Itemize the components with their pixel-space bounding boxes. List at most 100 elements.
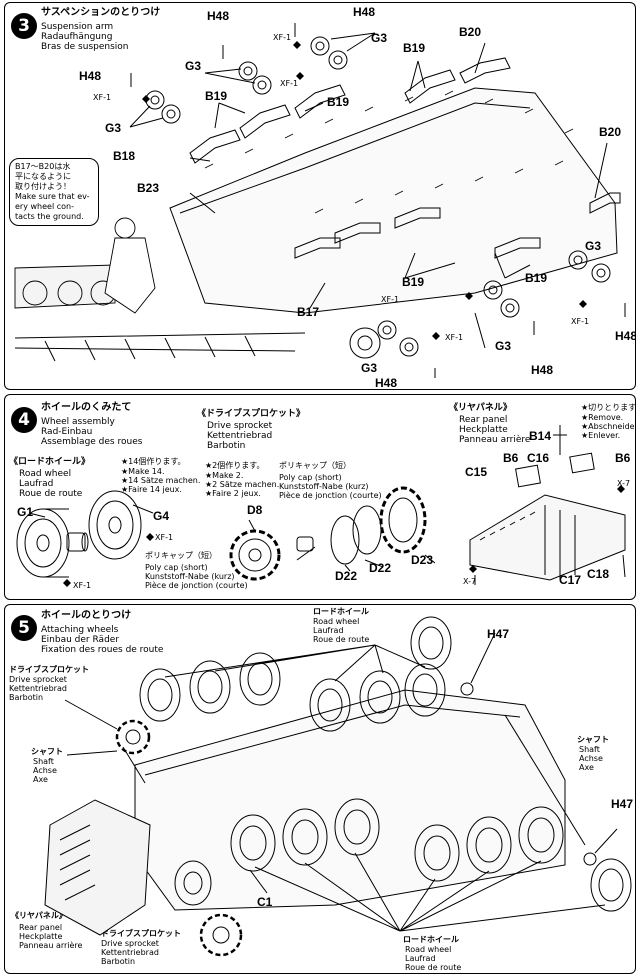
step-title-en: Suspension arm [41,22,114,32]
road-wheel-top-fr: Roue de route [313,635,370,644]
step-title-fr: Fixation des roues de route [41,645,164,655]
step-title-fr: Bras de suspension [41,42,129,52]
label-h48-4: H48 [615,329,636,343]
shaft-right-de: Achse [579,754,603,763]
label-d23: D23 [411,553,434,567]
shaft-left-en: Shaft [33,757,54,766]
label-xf1-a: XF-1 [155,533,174,542]
label-g3-2: G3 [185,59,202,73]
label-xf1-6: XF-1 [445,333,464,342]
step-title-de: Einbau der Räder [41,635,120,645]
remove-fr: ★Enlever. [581,431,621,440]
label-g3-5: G3 [495,339,512,353]
note-en-2: ery wheel con- [15,202,74,211]
label-h48-5: H48 [531,363,554,377]
label-b19-5: B19 [525,271,548,285]
step-number: 5 [11,615,37,641]
label-c15: C15 [465,465,488,479]
poly-cap-short-1 [66,532,89,552]
shaft-left-de: Achse [33,766,57,775]
label-g1: G1 [17,505,34,519]
road-wheel-top-en: Road wheel [313,617,360,626]
label-xf1-b: XF-1 [73,581,92,590]
step-title-en: Attaching wheels [41,625,119,635]
rear-panel-fr: Panneau arrière [459,435,531,445]
label-b14: B14 [529,429,552,443]
suspension-diagram [14,23,626,378]
drive-sprocket-top-jp: ドライブスプロケット [9,665,89,674]
road-wheel-bottom-jp: ロードホイール [403,935,459,944]
label-g3-6: G3 [361,361,378,375]
step-title-jp: サスペンションのとりつけ [41,7,161,18]
label-xf1-3: XF-1 [93,93,112,102]
rear-panel-en: Rear panel [459,415,508,425]
label-h48-6: H48 [375,376,398,390]
label-x7-a: X-7 [617,479,631,488]
label-h47-top: H47 [487,627,510,641]
drive-sprocket-top-en: Drive sprocket [9,675,67,684]
label-xf1-5: XF-1 [571,317,590,326]
upper-road-wheels [139,616,452,732]
label-b19-1: B19 [205,89,228,103]
drive-sprocket-en: Drive sprocket [207,421,273,431]
drive-sprocket-bottom-en: Drive sprocket [101,939,159,948]
label-d22-b: D22 [369,561,392,575]
step-title-fr: Assemblage des roues [41,437,143,447]
step-title-de: Radaufhängung [41,32,113,42]
label-d22-a: D22 [335,569,358,583]
poly-cap-1-de: Kunststoff-Nabe (kurz) [145,572,235,581]
idler-side-view [349,327,381,359]
label-h48-2: H48 [353,5,376,19]
note-jp-1: B17～B20は水 [15,162,71,171]
poly-cap-1-jp: ポリキャップ（短） [145,551,217,560]
rear-panel-jp: 《リヤパネル》 [11,911,67,920]
label-d8: D8 [247,503,263,517]
poly-cap-short-2 [296,536,314,552]
label-c1: C1 [257,895,273,909]
sprocket-hub [174,860,212,906]
shaft-right-en: Shaft [579,745,600,754]
drive-sprocket-top-fr: Barbotin [9,693,44,702]
label-b20-2: B20 [599,125,622,139]
note-jp-2: 平になるように [15,172,71,181]
drive-sprocket-top [115,719,151,755]
label-h47-right: H47 [611,797,634,811]
road-wheel-top-de: Laufrad [313,626,344,635]
drive-sprocket-bottom [199,913,243,957]
step-4-panel: 4 ホイールのくみたて Wheel assembly Rad-Einbau As… [4,394,636,600]
make2-de: ★2 Sätze machen. [205,480,280,489]
make14-fr: ★Faire 14 jeux. [121,485,182,494]
poly-cap-1-fr: Pièce de jonction (courte) [145,581,248,590]
note-en-1: Make sure that ev- [15,192,90,201]
rear-panel-mounted [44,799,151,936]
road-wheel-g4 [88,490,142,560]
step-5-panel: 5 ホイールのとりつけ Attaching wheels Einbau der … [4,604,636,974]
shaft-left-fr: Axe [33,775,48,784]
label-b19-2: B19 [327,95,350,109]
arms-upper [189,57,511,164]
road-wheel-bottom-fr: Roue de route [405,963,462,972]
wheel-contact-note: B17～B20は水 平になるように 取り付けよう！ Make sure that… [9,158,99,226]
road-wheel-bottom-en: Road wheel [405,945,452,954]
drive-sprocket-top-de: Kettentriebrad [9,684,67,693]
drive-sprocket-d8 [229,529,281,581]
note-jp-3: 取り付けよう！ [15,182,71,191]
step-number: 4 [11,407,37,433]
label-c18: C18 [587,567,610,581]
poly-cap-2-jp: ポリキャップ（短） [279,461,351,470]
label-b19-3: B19 [403,41,426,55]
label-b6-a: B6 [503,451,519,465]
remove-de: ★Abschneiden. [581,422,635,431]
make2-jp: ★2個作ります。 [205,461,265,470]
step-title-en: Wheel assembly [41,417,115,427]
label-g3-3: G3 [105,121,122,135]
rear-panel-fr: Panneau arrière [19,941,83,950]
poly-cap-2-en: Poly cap (short) [279,473,342,482]
label-b19-4: B19 [402,275,425,289]
road-wheel-fr: Roue de route [19,489,83,499]
road-wheel-bottom-de: Laufrad [405,954,436,963]
make14-jp: ★14個作ります。 [121,457,186,466]
road-wheel-de: Laufrad [19,479,54,489]
tank-figure-illustration [14,217,156,314]
part-d22 [330,505,382,565]
